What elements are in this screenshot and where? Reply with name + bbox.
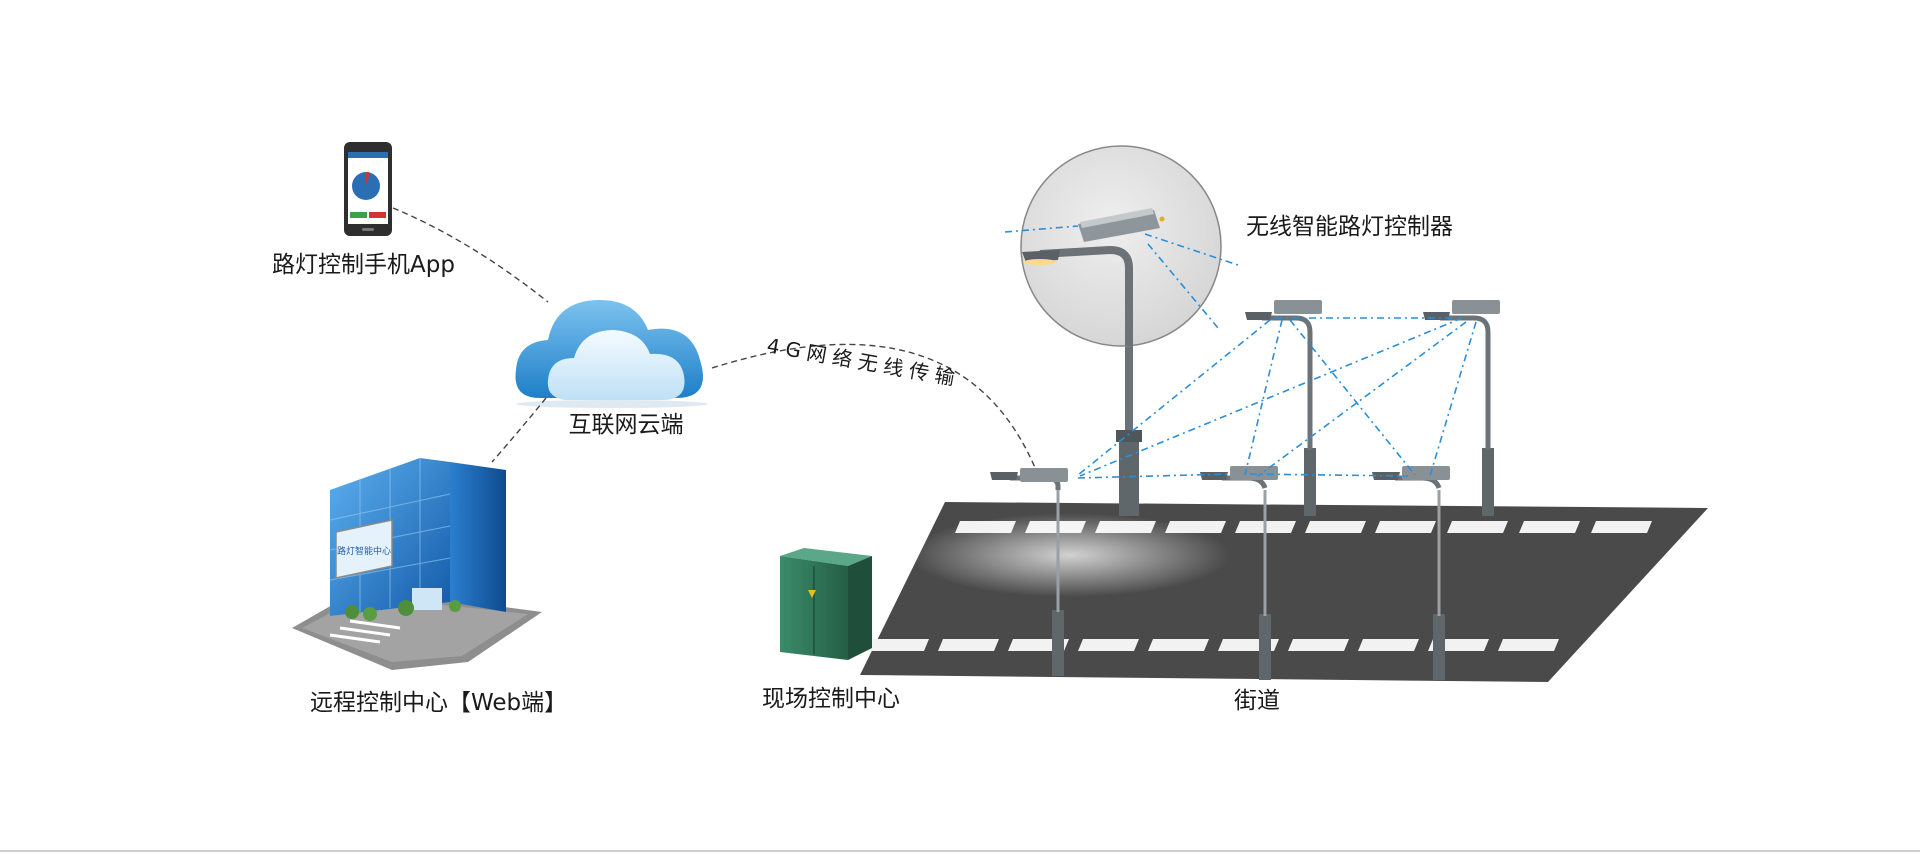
cloud-label: 互联网云端 — [569, 412, 684, 438]
office-building-icon: 路灯智能中心 — [292, 458, 542, 670]
building-sign-text: 路灯智能中心 — [337, 545, 391, 557]
control-cabinet-icon — [780, 548, 872, 660]
cloud-web-link — [491, 397, 547, 463]
cloud-4g-link — [711, 343, 1037, 471]
controller-label: 无线智能路灯控制器 — [1246, 214, 1453, 240]
cloud-icon — [515, 300, 708, 408]
remote-center-label: 远程控制中心【Web端】 — [310, 690, 567, 716]
street-lamp-icon — [1423, 300, 1500, 516]
street-road — [860, 502, 1708, 682]
site-center-label: 现场控制中心 — [762, 686, 900, 712]
phone-app-label: 路灯控制手机App — [272, 252, 455, 278]
smartphone-icon — [344, 142, 392, 236]
wireless-mesh-links — [1004, 225, 1477, 479]
street-lamp-icon — [1200, 466, 1278, 680]
lower-lane-markings — [868, 639, 1559, 651]
street-lamp-icon — [990, 468, 1068, 676]
controller-device-icon — [1078, 208, 1165, 242]
link-label: 4G网络无线传输 — [765, 333, 962, 391]
street-label: 街道 — [1234, 688, 1280, 714]
street-lamp-icon — [1245, 300, 1322, 516]
bottom-divider — [0, 850, 1920, 852]
light-pool — [910, 513, 1230, 597]
app-cloud-link — [392, 207, 549, 303]
controller-magnifier — [1020, 145, 1222, 347]
network-links — [392, 207, 1037, 471]
